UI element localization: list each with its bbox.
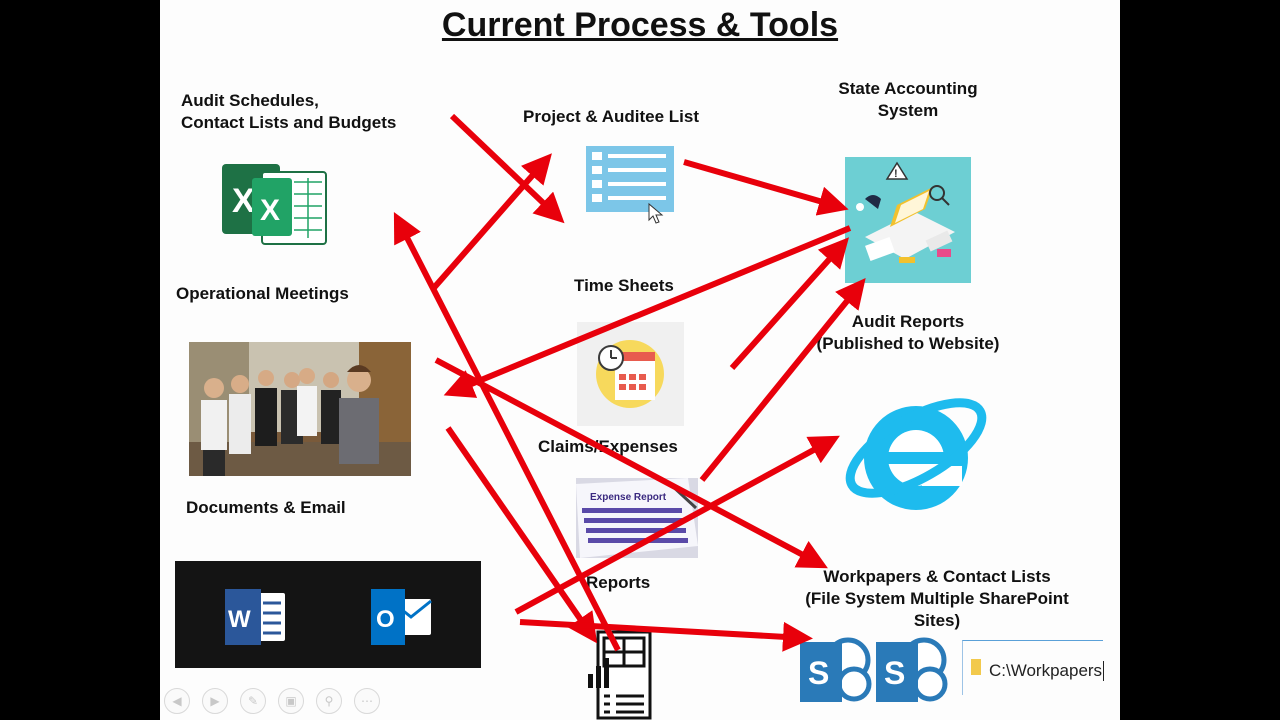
arrow-audit-to-project-list xyxy=(449,113,565,224)
outlook-icon: O xyxy=(369,589,433,645)
arrow-meetings-to-project-list xyxy=(429,153,552,292)
folder-icon xyxy=(971,659,981,675)
label-time-sheets: Time Sheets xyxy=(574,276,674,295)
label-workpapers: Workpapers & Contact Lists (File System … xyxy=(782,566,1092,632)
label-audit-schedules: Audit Schedules, Contact Lists and Budge… xyxy=(181,90,396,134)
svg-text:O: O xyxy=(376,606,395,633)
slide-title: Current Process & Tools xyxy=(441,6,839,44)
file-path-box: C:\Workpapers xyxy=(962,640,1105,695)
file-path-text: C:\Workpapers xyxy=(989,661,1105,681)
slide: Current Process & Tools Audit Schedules,… xyxy=(160,0,1120,720)
nav-next-button[interactable]: ▶ xyxy=(202,688,228,714)
label-audit-schedules-line1: Audit Schedules, xyxy=(181,91,319,110)
sharepoint-icon: S xyxy=(798,634,874,710)
more-options-button[interactable]: ⋯ xyxy=(354,688,380,714)
pen-tool-button[interactable]: ✎ xyxy=(240,688,266,714)
excel-icon: X X xyxy=(222,160,328,246)
nav-previous-button[interactable]: ◀ xyxy=(164,688,190,714)
label-claims-expenses: Claims/Expenses xyxy=(538,437,678,456)
label-state-accounting: State Accounting System xyxy=(808,78,1008,122)
svg-text:W: W xyxy=(228,606,251,633)
meeting-photo xyxy=(189,342,411,476)
arrow-project-list-to-accounting xyxy=(683,159,849,216)
expense-report-title: Expense Report xyxy=(590,492,667,503)
slides-view-button[interactable]: ▣ xyxy=(278,688,304,714)
office-apps-bar: W O xyxy=(175,561,481,668)
label-workpapers-line1: Workpapers & Contact Lists xyxy=(823,567,1051,586)
label-state-accounting-line2: System xyxy=(877,101,939,120)
sharepoint-icon: S xyxy=(874,634,950,710)
svg-text:S: S xyxy=(884,655,905,691)
svg-text:X: X xyxy=(260,194,280,227)
label-workpapers-line2: (File System Multiple SharePoint xyxy=(805,589,1069,608)
label-state-accounting-line1: State Accounting xyxy=(838,79,978,98)
expense-report-image: Expense Report xyxy=(576,478,698,558)
zoom-button[interactable]: ⚲ xyxy=(316,688,342,714)
label-operational-meetings: Operational Meetings xyxy=(176,284,349,303)
svg-text:X: X xyxy=(232,182,255,220)
internet-explorer-icon xyxy=(836,376,992,528)
label-reports: Reports xyxy=(586,573,651,592)
label-workpapers-line3: Sites) xyxy=(913,611,961,630)
svg-text:!: ! xyxy=(894,168,898,180)
label-project-list: Project & Auditee List xyxy=(523,107,700,126)
label-audit-reports-line1: Audit Reports xyxy=(851,312,965,331)
word-icon: W xyxy=(223,589,287,645)
label-audit-reports-line2: (Published to Website) xyxy=(816,334,1000,353)
accounting-system-icon: ! xyxy=(845,157,971,283)
timesheet-icon xyxy=(577,322,684,426)
report-document-icon xyxy=(586,630,668,720)
label-audit-schedules-line2: Contact Lists and Budgets xyxy=(181,113,397,132)
list-icon xyxy=(586,146,676,226)
svg-text:S: S xyxy=(808,655,829,691)
label-documents-email: Documents & Email xyxy=(186,498,346,517)
label-audit-reports: Audit Reports (Published to Website) xyxy=(798,311,1018,355)
